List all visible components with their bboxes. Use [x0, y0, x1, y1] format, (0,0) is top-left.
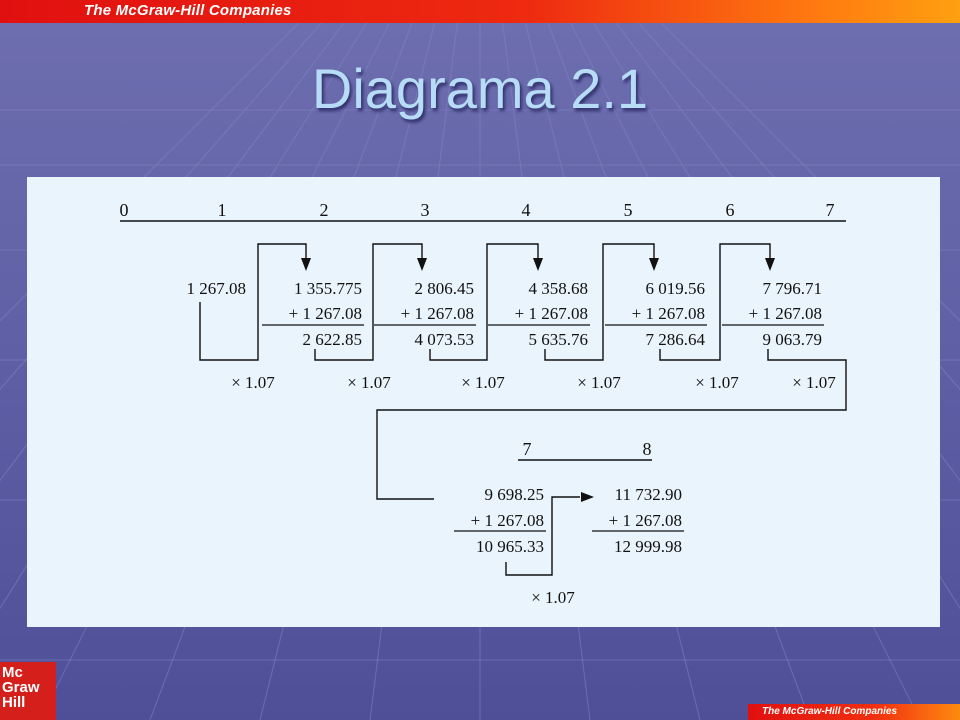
carried-value: 2 806.45 — [415, 279, 475, 298]
added-deposit-value: + 1 267.08 — [609, 511, 682, 530]
multiplier-label: × 1.07 — [792, 373, 836, 392]
total-value: 10 965.33 — [476, 537, 544, 556]
timeline-bottom-label: 8 — [643, 439, 652, 459]
flow-path — [314, 243, 423, 361]
multiplier-label: × 1.07 — [577, 373, 621, 392]
carried-value: 6 019.56 — [646, 279, 706, 298]
multiplier-label: × 1.07 — [695, 373, 739, 392]
flow-path — [376, 349, 847, 500]
carried-value: 11 732.90 — [615, 485, 682, 504]
timeline-top-label: 7 — [826, 200, 835, 220]
total-value: 9 063.79 — [763, 330, 823, 349]
grid-line — [0, 0, 323, 322]
slide-title: Diagrama 2.1 — [311, 57, 649, 120]
mcgraw-hill-logo: Mc Graw Hill — [0, 662, 56, 720]
logo-line-3: Hill — [2, 694, 26, 711]
grid-line — [637, 0, 960, 322]
top-brand-text: The McGraw-Hill Companies — [84, 2, 292, 19]
timeline-top-label: 4 — [522, 200, 531, 220]
diagram-panel: 0 1 2 3 4 5 6 7 1 267.08 1 355.775 + 1 267.08 2 622… — [27, 177, 940, 627]
logo-line-2: Graw — [2, 679, 40, 696]
flow-path — [659, 243, 771, 361]
carried-value: 1 355.775 — [294, 279, 362, 298]
flow-path — [429, 243, 539, 361]
multiplier-label: × 1.07 — [531, 588, 575, 607]
top-banner: The McGraw-Hill Companies — [0, 0, 960, 23]
carried-value: 9 698.25 — [485, 485, 545, 504]
flow-path — [505, 496, 580, 576]
timeline-bottom-label: 7 — [523, 439, 532, 459]
added-deposit-value: + 1 267.08 — [749, 304, 822, 323]
flow-arrowhead — [649, 258, 659, 271]
timeline-top-label: 3 — [421, 200, 430, 220]
total-value: 7 286.64 — [646, 330, 706, 349]
added-deposit-value: + 1 267.08 — [401, 304, 474, 323]
timeline-top-label: 1 — [218, 200, 227, 220]
grid-line — [0, 0, 342, 391]
total-value: 12 999.98 — [614, 537, 682, 556]
multiplier-label: × 1.07 — [231, 373, 275, 392]
carried-value: 4 358.68 — [529, 279, 589, 298]
total-value: 4 073.53 — [415, 330, 475, 349]
flow-arrowhead — [581, 492, 594, 502]
total-value: 2 622.85 — [303, 330, 363, 349]
flow-arrowhead — [301, 258, 311, 271]
timeline-top-label: 2 — [320, 200, 329, 220]
flow-arrowhead — [533, 258, 543, 271]
bottom-banner: The McGraw-Hill Companies — [748, 704, 960, 720]
carried-value: 7 796.71 — [763, 279, 823, 298]
timeline-top-label: 6 — [726, 200, 735, 220]
total-value: 5 635.76 — [529, 330, 589, 349]
added-deposit-value: + 1 267.08 — [515, 304, 588, 323]
flow-path — [199, 243, 307, 361]
flow-path — [544, 243, 655, 361]
flow-arrowhead — [765, 258, 775, 271]
first-deposit-value: 1 267.08 — [187, 279, 247, 298]
cash-flow-diagram: 0 1 2 3 4 5 6 7 1 267.08 1 355.775 + 1 267.08 2 622… — [120, 200, 847, 607]
added-deposit-value: + 1 267.08 — [471, 511, 544, 530]
flow-arrowhead — [417, 258, 427, 271]
timeline-top-label: 5 — [624, 200, 633, 220]
logo-line-1: Mc — [2, 664, 23, 681]
bottom-brand-text: The McGraw-Hill Companies — [762, 706, 898, 717]
added-deposit-value: + 1 267.08 — [632, 304, 705, 323]
multiplier-label: × 1.07 — [347, 373, 391, 392]
multiplier-label: × 1.07 — [461, 373, 505, 392]
timeline-top-label: 0 — [120, 200, 129, 220]
added-deposit-value: + 1 267.08 — [289, 304, 362, 323]
